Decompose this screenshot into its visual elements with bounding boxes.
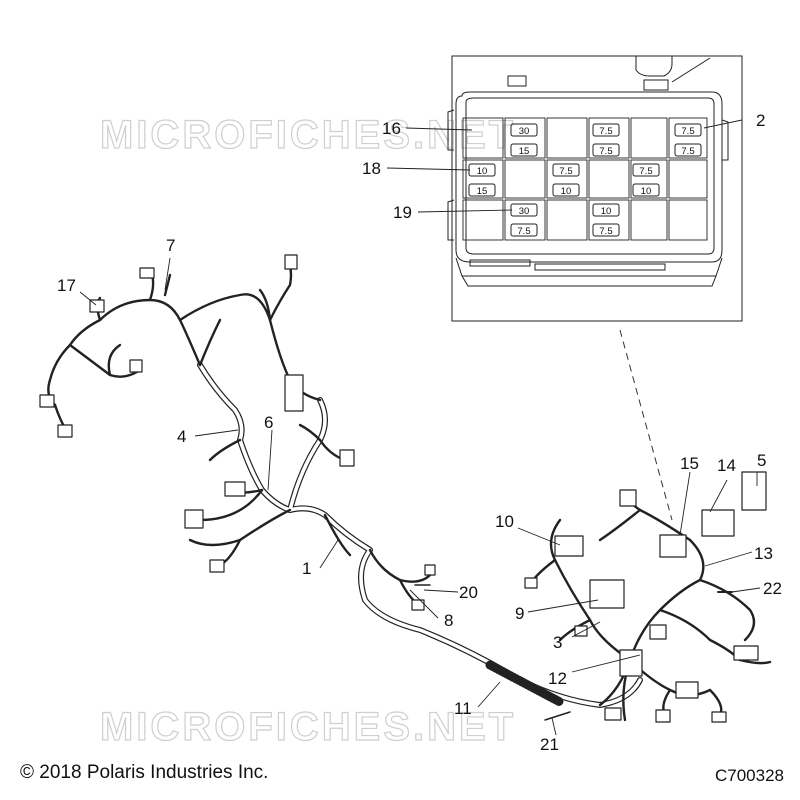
watermark-top: MICROFICHES.NET bbox=[100, 113, 516, 157]
fuses bbox=[468, 123, 702, 237]
leader-lines bbox=[79, 119, 761, 736]
svg-text:7.5: 7.5 bbox=[639, 166, 652, 177]
callout-17: 17 bbox=[57, 276, 76, 295]
callout-20: 20 bbox=[459, 583, 478, 602]
callout-12: 12 bbox=[548, 669, 567, 688]
svg-text:7.5: 7.5 bbox=[681, 146, 694, 157]
svg-text:15: 15 bbox=[477, 186, 488, 197]
copyright-notice: © 2018 Polaris Industries Inc. bbox=[20, 762, 269, 783]
svg-text:30: 30 bbox=[519, 126, 530, 137]
callout-3: 3 bbox=[553, 633, 562, 652]
svg-text:10: 10 bbox=[477, 166, 488, 177]
callout-22: 22 bbox=[763, 579, 782, 598]
callout-16: 16 bbox=[382, 119, 401, 138]
svg-text:15: 15 bbox=[519, 146, 530, 157]
svg-text:10: 10 bbox=[561, 186, 572, 197]
inset-leader bbox=[619, 329, 673, 521]
svg-text:7.5: 7.5 bbox=[681, 126, 694, 137]
watermark-bottom: MICROFICHES.NET bbox=[100, 705, 516, 749]
callout-6: 6 bbox=[264, 413, 273, 432]
fuse-ratings: 30 15 7.5 7.5 7.5 7.5 10 15 7.5 10 7.5 1… bbox=[477, 126, 695, 237]
callout-11: 11 bbox=[454, 699, 472, 718]
callout-5: 5 bbox=[757, 451, 766, 470]
callout-labels: 1 2 3 4 5 6 7 8 9 10 11 12 13 14 15 16 1… bbox=[57, 111, 782, 754]
callout-18: 18 bbox=[362, 159, 381, 178]
inset-frame bbox=[451, 55, 743, 322]
svg-text:7.5: 7.5 bbox=[559, 166, 572, 177]
svg-text:10: 10 bbox=[641, 186, 652, 197]
callout-8: 8 bbox=[444, 611, 453, 630]
callout-15: 15 bbox=[680, 454, 699, 473]
callout-10: 10 bbox=[495, 512, 514, 531]
callout-19: 19 bbox=[393, 203, 412, 222]
svg-text:7.5: 7.5 bbox=[599, 126, 612, 137]
callout-4: 4 bbox=[177, 427, 186, 446]
callout-2: 2 bbox=[756, 111, 765, 130]
svg-text:7.5: 7.5 bbox=[517, 226, 530, 237]
callout-21: 21 bbox=[540, 735, 559, 754]
callout-7: 7 bbox=[166, 236, 175, 255]
callout-1: 1 bbox=[302, 559, 311, 578]
wiring-harness bbox=[39, 254, 772, 723]
svg-text:30: 30 bbox=[519, 206, 530, 217]
figure-code: C700328 bbox=[714, 766, 784, 785]
svg-text:7.5: 7.5 bbox=[599, 146, 612, 157]
svg-text:10: 10 bbox=[601, 206, 612, 217]
callout-14: 14 bbox=[717, 456, 736, 475]
svg-text:7.5: 7.5 bbox=[599, 226, 612, 237]
callout-13: 13 bbox=[754, 544, 773, 563]
fuse-box-inset bbox=[447, 55, 743, 322]
callout-9: 9 bbox=[515, 604, 524, 623]
